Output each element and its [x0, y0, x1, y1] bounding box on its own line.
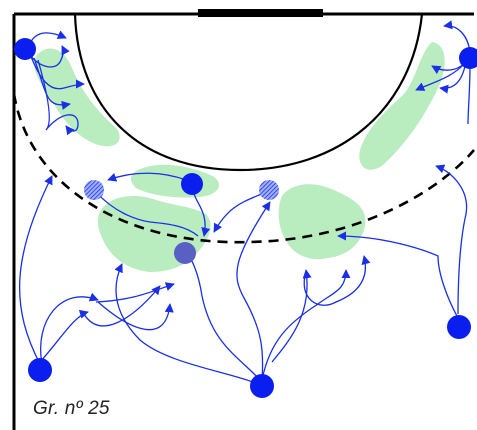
- player-dim: [174, 242, 196, 264]
- player-right-wing: [459, 47, 477, 69]
- player-hatched-center: [259, 180, 279, 200]
- player-left-wing: [14, 38, 36, 60]
- movement-arrow: [95, 191, 199, 237]
- movement-arrow: [97, 301, 174, 331]
- movement-arrow: [40, 292, 99, 365]
- movement-arrow: [114, 263, 259, 385]
- zone-right-back: [278, 184, 366, 260]
- movement-arrow: [27, 45, 70, 68]
- movement-arrow: [435, 164, 468, 315]
- zone-top-center: [130, 164, 220, 198]
- movement-arrow: [213, 191, 267, 233]
- movement-arrow: [467, 65, 471, 125]
- movement-arrow: [187, 255, 261, 381]
- zone-left-wing: [34, 48, 120, 147]
- movement-arrow: [261, 269, 351, 381]
- movement-arrow: [39, 309, 89, 363]
- movement-arrow: [83, 285, 161, 327]
- players: [14, 38, 477, 398]
- goal-area-line: [73, 13, 424, 172]
- player-right-back: [447, 315, 471, 339]
- movement-arrow: [18, 175, 53, 365]
- movement-arrow: [33, 57, 71, 110]
- movement-arrow: [37, 59, 79, 136]
- zone-right-wing: [359, 42, 445, 170]
- player-pivot: [181, 173, 203, 195]
- player-center-back: [250, 374, 274, 398]
- zone-left-back: [97, 196, 211, 272]
- movement-arrow: [107, 172, 187, 182]
- movement-arrow: [337, 231, 459, 319]
- movement-arrow: [95, 282, 175, 303]
- movement-arrow: [303, 255, 371, 306]
- zone-patches: [34, 42, 445, 272]
- player-hatched-left: [84, 180, 104, 200]
- player-left-back: [28, 358, 52, 382]
- movement-arrow: [236, 201, 271, 381]
- court-lines: [12, 9, 475, 430]
- figure-caption: Gr. nº 25: [33, 398, 110, 419]
- movement-arrow: [271, 269, 312, 363]
